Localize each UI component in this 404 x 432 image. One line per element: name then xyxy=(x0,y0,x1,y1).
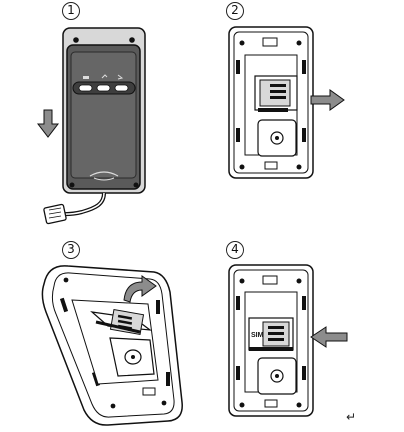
down-arrow-icon xyxy=(36,109,60,138)
right-arrow-icon xyxy=(310,89,345,111)
step4-device: SIM xyxy=(228,264,314,417)
step-number-1: 1 xyxy=(62,2,80,20)
return-mark: ↵ xyxy=(346,410,357,424)
sim-label: SIM xyxy=(251,332,264,339)
curved-arrow-icon xyxy=(123,275,157,303)
left-arrow-icon xyxy=(310,326,348,348)
step-number-2: 2 xyxy=(226,2,244,20)
step3-device xyxy=(41,265,183,426)
step-number-4: 4 xyxy=(226,241,244,259)
step1-device xyxy=(43,27,146,225)
step-number-3: 3 xyxy=(62,241,80,259)
step2-device xyxy=(228,26,314,179)
